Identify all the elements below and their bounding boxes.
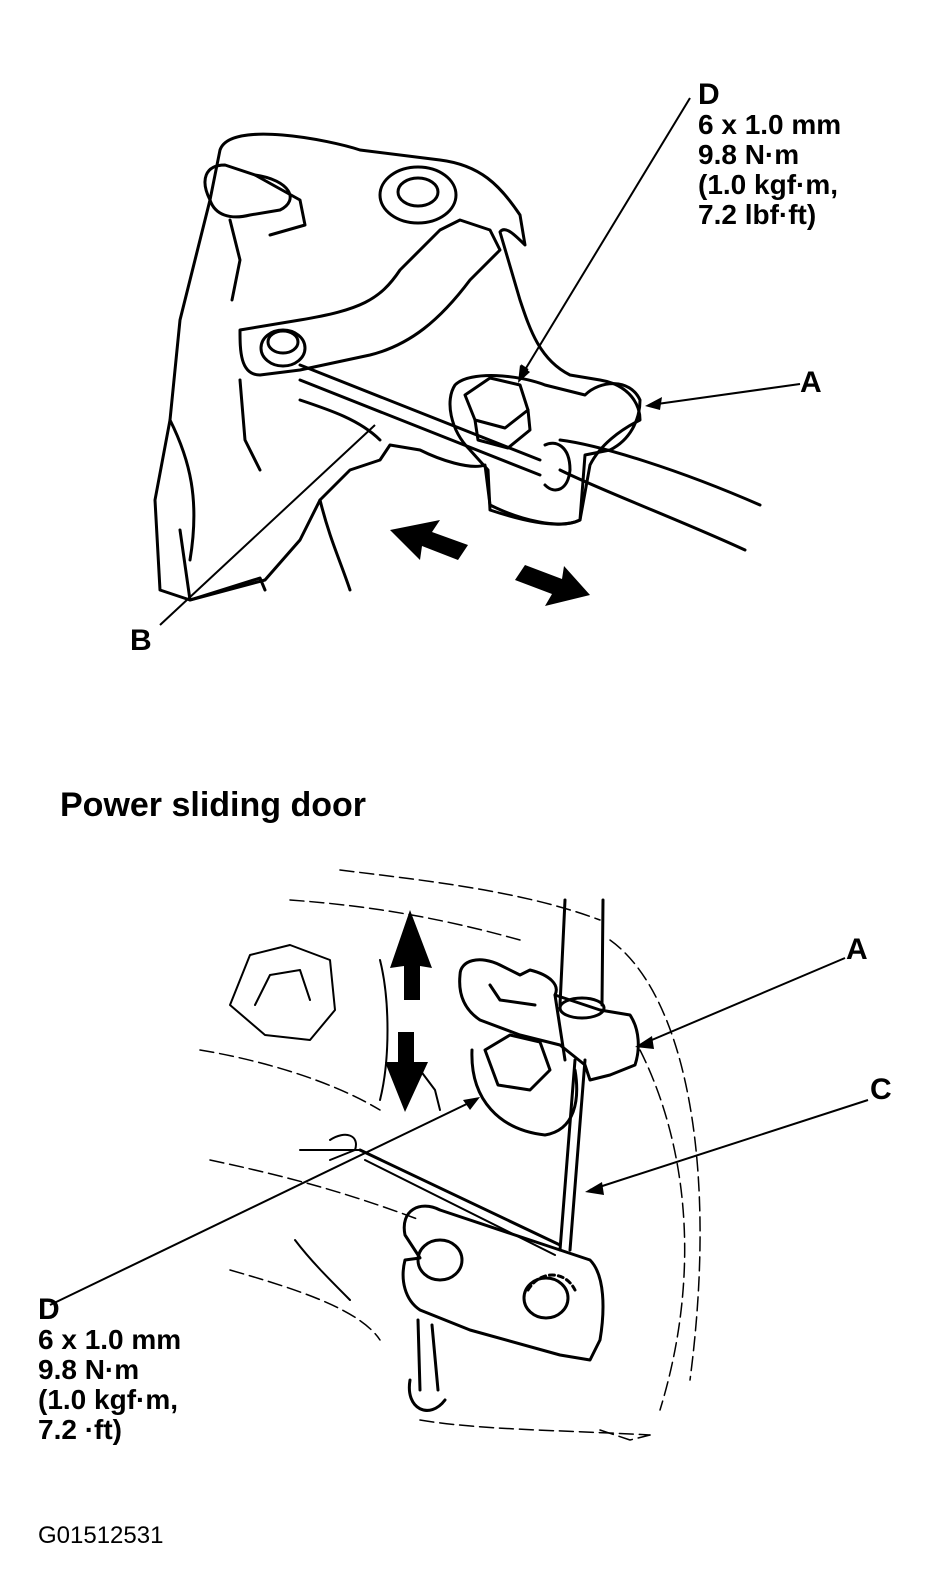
leader-d-top xyxy=(519,97,691,379)
section-heading: Power sliding door xyxy=(60,786,367,824)
callout-d-size: 6 x 1.0 mm xyxy=(698,109,842,140)
lower-pin-left xyxy=(416,1238,464,1282)
arrow-right-icon xyxy=(515,565,590,606)
lower-pin-right xyxy=(522,1276,570,1320)
latch-housing-outline xyxy=(153,132,642,602)
cable-b xyxy=(298,363,542,462)
callout-d-letter: D xyxy=(38,1293,60,1326)
bottom-callout-d: D 6 x 1.0 mm 9.8 N·m (1.0 kgf·m, 7.2 ·ft… xyxy=(38,1295,181,1445)
top-illustration xyxy=(153,97,801,626)
top-bolt-boss xyxy=(378,165,458,225)
callout-d-letter: D xyxy=(698,78,720,111)
bracket-a xyxy=(458,958,640,1082)
cable-c xyxy=(558,1058,577,1252)
figure-id: G01512531 xyxy=(38,1522,164,1549)
actuator-rod xyxy=(558,898,567,1007)
leader-d-bottom xyxy=(49,1099,476,1306)
lever-arm xyxy=(238,218,502,377)
leader-c-bottom xyxy=(589,1099,869,1191)
callout-d-size: 6 x 1.0 mm xyxy=(38,1324,182,1355)
arrow-left-icon xyxy=(390,520,468,560)
housing-hook xyxy=(203,163,292,219)
bottom-label-a: A xyxy=(846,933,868,966)
callout-d-torque-kgf: (1.0 kgf·m, xyxy=(38,1384,179,1415)
callout-d-torque-nm: 9.8 N·m xyxy=(38,1354,140,1385)
leader-a-top xyxy=(649,383,801,406)
arrow-up-icon xyxy=(390,910,432,1000)
bottom-label-c: C xyxy=(870,1073,892,1106)
top-label-b: B xyxy=(130,624,152,657)
callout-d-torque-lbf: 7.2 ·ft) xyxy=(38,1414,122,1445)
bolt-head-bottom xyxy=(483,1033,552,1092)
cable-sheath xyxy=(558,438,762,507)
leader-b-top xyxy=(159,424,376,626)
callout-d-torque-kgf: (1.0 kgf·m, xyxy=(698,169,839,200)
cable-holder xyxy=(448,374,642,526)
top-callout-d: D 6 x 1.0 mm 9.8 N·m (1.0 kgf·m, 7.2 lbf… xyxy=(698,80,841,230)
lower-lever-plate xyxy=(401,1204,605,1362)
leader-a-bottom xyxy=(639,957,846,1046)
arrow-down-icon xyxy=(385,1032,428,1112)
top-label-a: A xyxy=(800,366,822,399)
callout-d-torque-nm: 9.8 N·m xyxy=(698,139,800,170)
callout-d-torque-lbf: 7.2 lbf·ft) xyxy=(698,199,817,230)
